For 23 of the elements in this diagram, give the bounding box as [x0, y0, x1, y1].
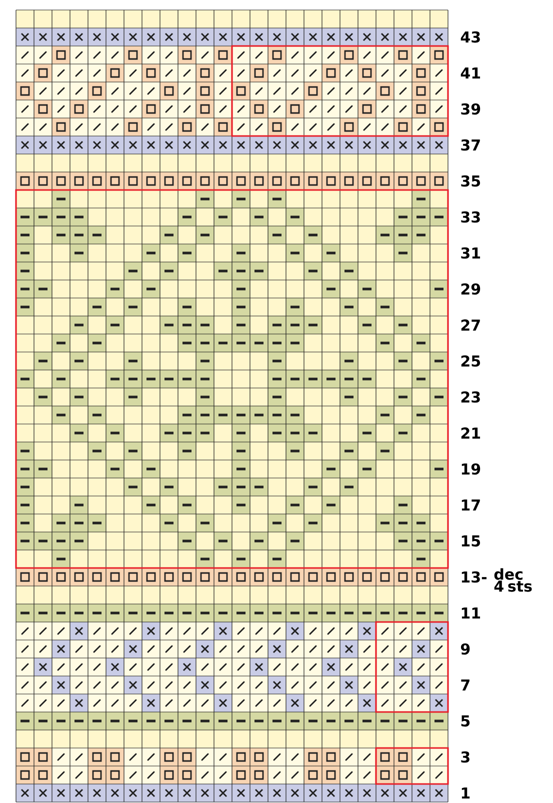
row-number: 11 — [462, 608, 480, 618]
row-number: 17 — [462, 500, 480, 510]
row-number: 43 — [460, 31, 480, 43]
row-note: dec 4 sts — [494, 568, 532, 592]
row-number: 15 — [462, 535, 480, 547]
row-number: 35 — [461, 175, 480, 187]
row-number: 31 — [461, 247, 480, 259]
row-number: 19 — [462, 463, 480, 475]
row-number: 7 — [461, 680, 470, 690]
row-number: 39 — [461, 103, 480, 115]
row-number: 25 — [461, 355, 480, 367]
row-number: 3 — [461, 751, 470, 763]
row-number: 37 — [461, 139, 480, 151]
row-number: 29 — [461, 283, 480, 295]
row-number: 41 — [460, 68, 480, 78]
row-number: 5 — [461, 715, 470, 727]
row-number: 23 — [461, 391, 480, 403]
row-number: 27 — [461, 319, 480, 331]
row-number: 33 — [461, 211, 480, 223]
row-number: 13- — [462, 571, 486, 583]
row-number: 1 — [462, 788, 470, 798]
row-number: 21 — [461, 427, 480, 439]
row-number: 9 — [460, 643, 470, 655]
